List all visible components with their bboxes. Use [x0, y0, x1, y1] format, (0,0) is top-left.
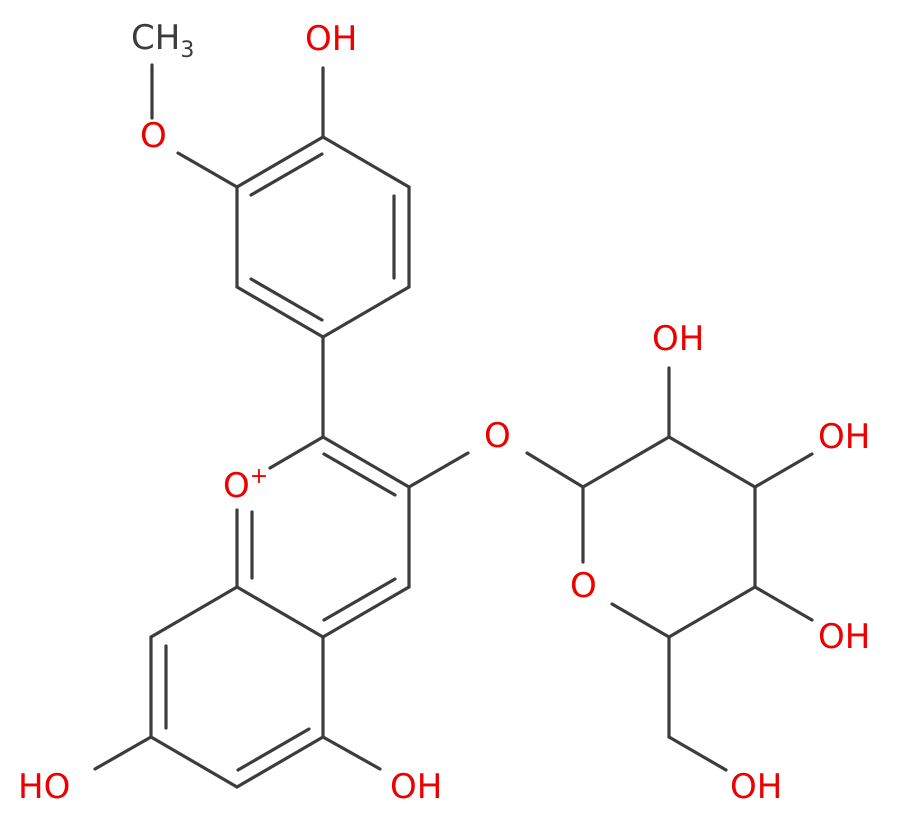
bond-c2-c3-inner	[322, 452, 397, 497]
oh-bottom-label: OH	[390, 767, 442, 807]
bond-sugar-c4-c5	[667, 585, 757, 639]
bond-sugar-c3-oh	[753, 452, 814, 489]
bond-c4a-c8a	[235, 585, 325, 639]
ch3-label: CH3	[131, 18, 194, 63]
bond-c2-o1	[268, 435, 325, 470]
bond-ch2-oh	[667, 735, 728, 772]
bond-c4-c4a-inner	[322, 577, 397, 622]
bond-ring-b-4	[235, 285, 325, 339]
bond-ring-b-6	[235, 135, 325, 189]
ch2-oh-label: OH	[730, 767, 782, 807]
bond-ring-b-1	[321, 135, 411, 189]
bond-c7-oh	[93, 735, 153, 771]
bonds	[93, 63, 814, 789]
bond-sugar-c5-o	[610, 602, 671, 639]
bond-c3-o-glyc	[407, 451, 470, 489]
bond-c4-c4a	[321, 585, 411, 639]
bond-sugar-c1-c2	[581, 435, 671, 489]
bond-ring-b-4-inner	[249, 277, 324, 322]
bond-c6-c5-inner	[236, 727, 311, 772]
bond-sugar-c4-oh	[753, 585, 814, 622]
bond-o-glyc-c1	[525, 451, 585, 489]
bond-c-o-methoxy	[176, 151, 239, 189]
bond-c5-oh	[321, 735, 382, 771]
sugar-oh-1-label: OH	[652, 319, 704, 359]
ho-left-label: HO	[18, 767, 70, 807]
oh-top-label: OH	[305, 19, 357, 59]
bond-c8a-c8	[149, 585, 239, 639]
atom-labels: CH3 OH O OH O OH O+ O OH HO OH OH	[18, 18, 870, 807]
flavylium-o-label: O+	[223, 464, 268, 506]
glycosidic-o-label: O	[484, 416, 511, 456]
bond-sugar-c2-c3	[667, 435, 757, 489]
bond-c7-c6	[149, 735, 239, 789]
bond-ring-b-3	[321, 285, 411, 339]
bond-c2-c3	[321, 435, 411, 489]
methoxy-o-label: O	[140, 116, 167, 156]
bond-c6-c5	[235, 735, 325, 789]
sugar-oh-2-label: OH	[818, 417, 870, 457]
bond-ring-b-6-inner	[249, 152, 324, 197]
sugar-oh-3-label: OH	[818, 617, 870, 657]
sugar-ring-o-label: O	[570, 566, 597, 606]
